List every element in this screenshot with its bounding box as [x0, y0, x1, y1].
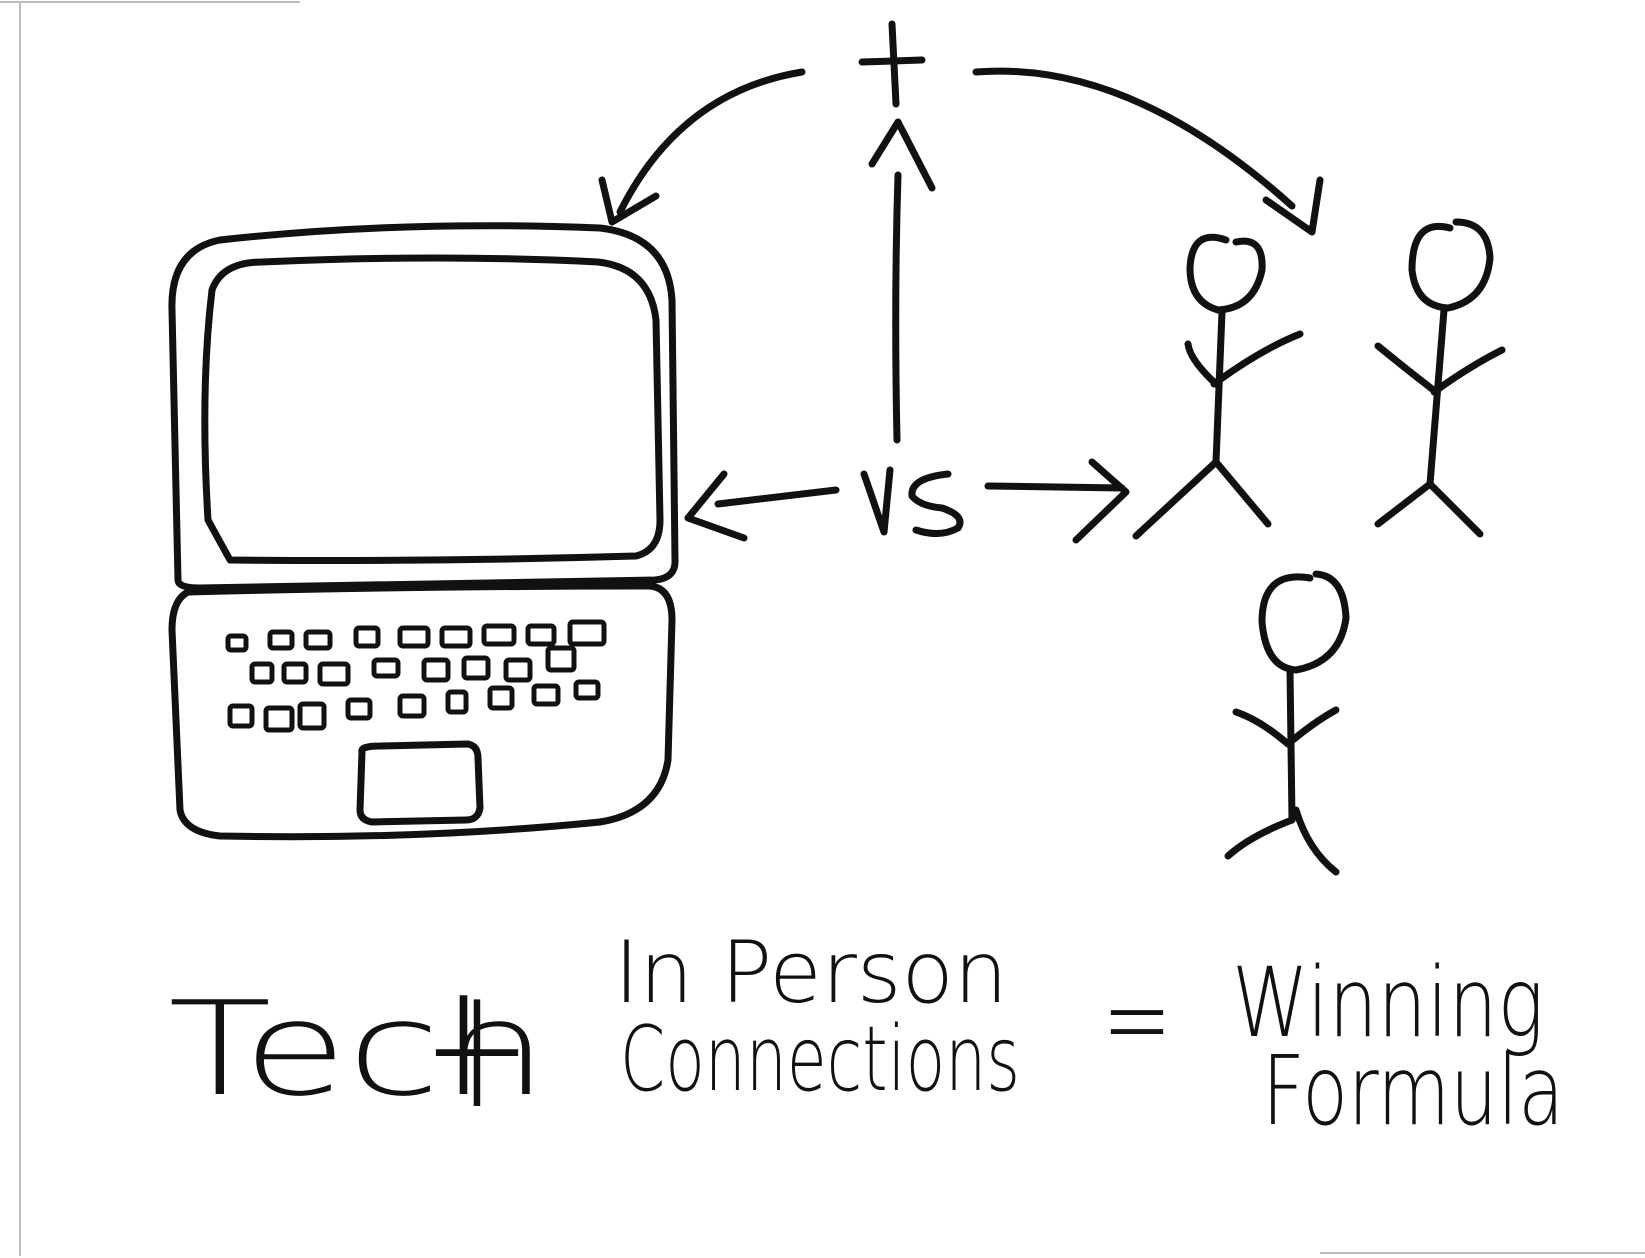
- person-icon: [1374, 218, 1506, 538]
- plus-sign-top: [858, 20, 926, 108]
- person-icon: [1132, 233, 1304, 540]
- equation-equals: =: [1102, 950, 1172, 1089]
- arrow-left-icon: [684, 470, 840, 542]
- laptop-hinge: [184, 582, 654, 596]
- laptop-base: [168, 582, 676, 841]
- laptop-keyboard: [225, 619, 607, 733]
- equation-result-formula: Formula: [1262, 1035, 1564, 1147]
- equation-term-connections: Connections: [620, 1007, 1020, 1112]
- laptop-screen: [201, 254, 664, 564]
- equation-term-in-person: In Person: [614, 923, 1008, 1023]
- arrow-curve-left-icon: [598, 68, 806, 226]
- equation-term-tech: Tech: [168, 973, 548, 1125]
- arrow-curve-right-icon: [972, 67, 1324, 236]
- laptop-icon: [168, 222, 679, 841]
- arrow-up-icon: [868, 118, 936, 444]
- laptop-lid-outer: [168, 222, 679, 592]
- person-icon: [1224, 570, 1350, 876]
- equation-plus: +: [422, 949, 532, 1147]
- vs-label-strokes: [860, 466, 964, 537]
- arrow-right-icon: [984, 458, 1130, 544]
- laptop-trackpad: [356, 740, 484, 826]
- equation-result-winning: Winning: [1232, 947, 1544, 1059]
- equation: Tech + In Person Connections = Winning F…: [168, 923, 1564, 1147]
